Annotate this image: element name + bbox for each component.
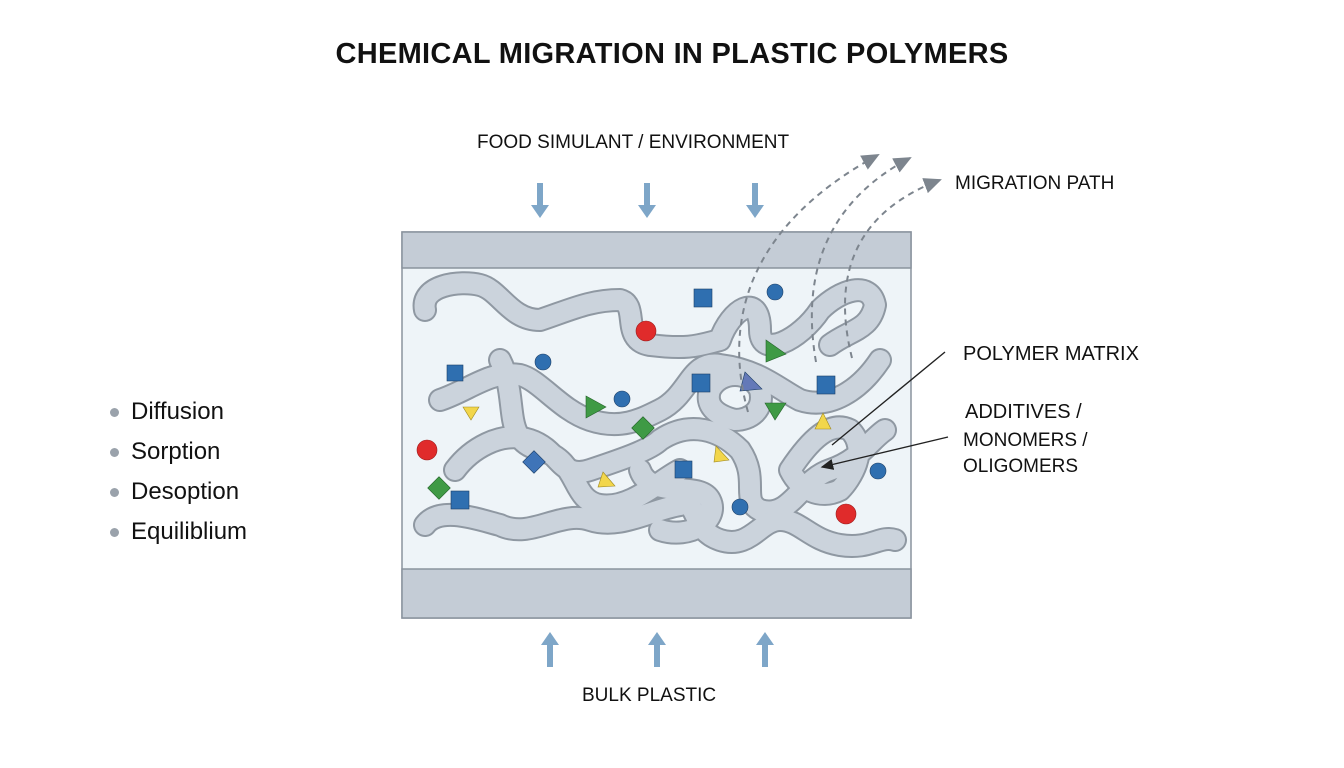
arrow-up-icon <box>756 632 774 667</box>
process-label: Sorption <box>131 438 221 465</box>
polymer-chains <box>425 283 907 546</box>
arrow-down-icon <box>746 183 764 218</box>
circle-particle <box>869 462 887 480</box>
migration-paths <box>738 154 942 413</box>
polymer-matrix-label: POLYMER MATRIX <box>963 343 1139 365</box>
green-diamond <box>631 416 655 440</box>
arrow-up-icon <box>541 632 559 667</box>
yellow-triangle <box>462 406 480 421</box>
up-arrows <box>541 632 774 667</box>
process-list: Diffusion Sorption Desoption Equiliblium <box>110 392 247 552</box>
arrow-up-icon <box>648 632 666 667</box>
list-item: Desoption <box>110 472 247 512</box>
red-circle-particle <box>416 439 438 461</box>
square-particle <box>816 375 836 395</box>
down-arrows <box>531 183 764 218</box>
additives-label-line3: OLIGOMERS <box>963 456 1079 477</box>
square-particle <box>691 373 711 393</box>
bulk-plastic-label: BULK PLASTIC <box>582 685 717 706</box>
circle-particle <box>731 498 749 516</box>
matrix-leader-line <box>831 351 946 446</box>
diagram-title: CHEMICAL MIGRATION IN PLASTIC POLYMERS <box>335 38 1009 70</box>
square-particle <box>693 288 713 308</box>
migration-path-label: MIGRATION PATH <box>955 173 1115 194</box>
yellow-triangle <box>713 445 730 463</box>
additives-leader-line <box>820 436 949 470</box>
square-particle <box>674 460 693 479</box>
environment-label: FOOD SIMULANT / ENVIRONMENT <box>477 132 790 153</box>
arrow-down-icon <box>638 183 656 218</box>
yellow-triangle <box>597 471 616 488</box>
circle-particle <box>613 390 631 408</box>
green-triangle <box>764 402 787 421</box>
diamond-particle <box>522 450 546 474</box>
square-particle <box>450 490 470 510</box>
red-circle-particle <box>635 320 657 342</box>
red-circle-particle <box>835 503 857 525</box>
additive-particles <box>416 283 887 525</box>
yellow-triangle <box>814 412 832 430</box>
circle-particle <box>534 353 552 371</box>
arrow-down-icon <box>531 183 549 218</box>
bottom-layer <box>401 568 912 619</box>
process-label: Desoption <box>131 478 240 505</box>
list-item: Diffusion <box>110 392 247 432</box>
green-diamond <box>427 476 451 500</box>
additives-label-line2: MONOMERS / <box>963 430 1088 451</box>
process-label: Equiliblium <box>131 518 248 545</box>
bullet-icon <box>110 487 119 497</box>
process-label: Diffusion <box>131 398 224 425</box>
bullet-icon <box>110 447 119 457</box>
green-triangle <box>765 339 787 363</box>
green-triangle <box>585 395 607 419</box>
bullet-icon <box>110 407 119 417</box>
list-item: Sorption <box>110 432 247 472</box>
blue-triangle <box>739 371 763 392</box>
square-particle <box>446 364 464 382</box>
top-layer <box>401 231 912 269</box>
bullet-icon <box>110 527 119 537</box>
additives-label-line1: ADDITIVES / <box>965 401 1082 423</box>
circle-particle <box>766 283 784 301</box>
list-item: Equiliblium <box>110 512 247 552</box>
